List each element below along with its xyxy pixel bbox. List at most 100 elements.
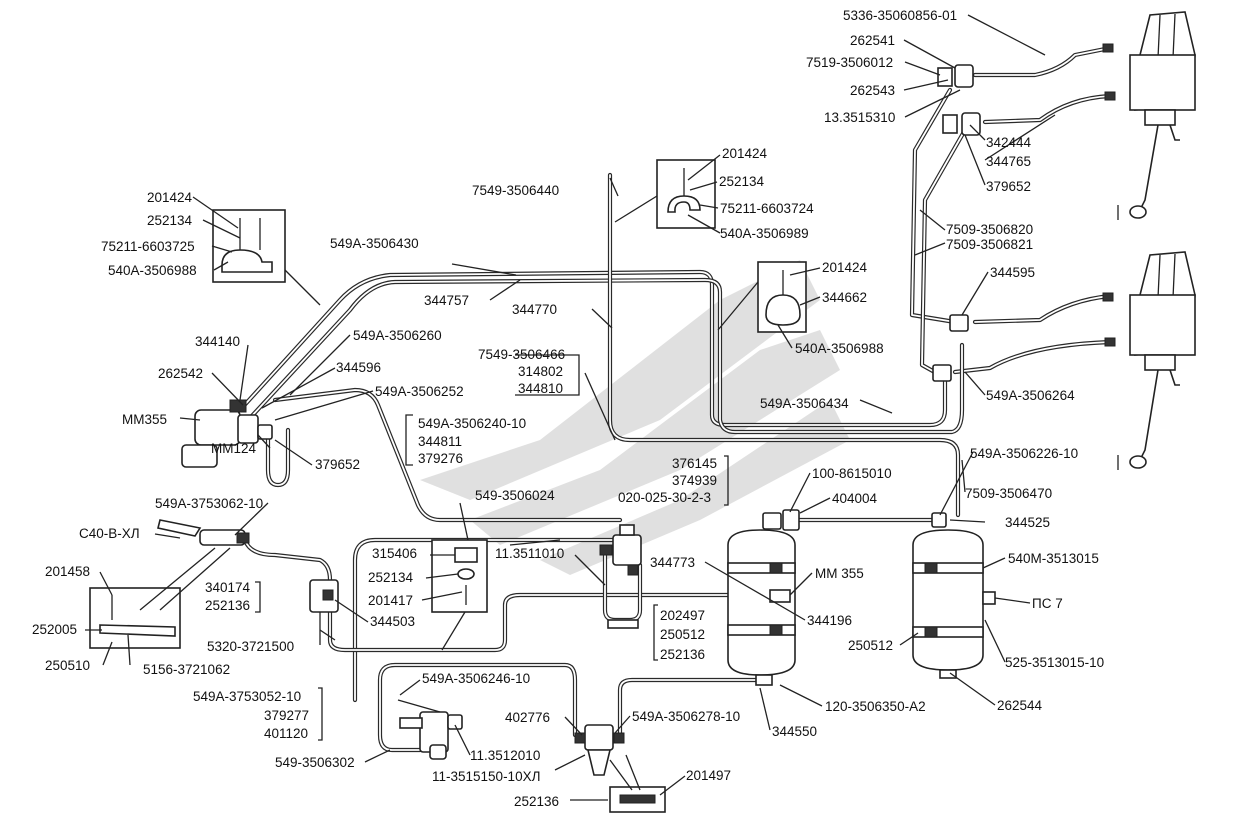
brake-chamber-lower xyxy=(1102,251,1196,470)
label-344196: 344196 xyxy=(807,613,852,628)
label-525-3513015-10: 525-3513015-10 xyxy=(1005,655,1104,670)
label-11-3512010: 11.3512010 xyxy=(470,748,540,763)
label-344811: 344811 xyxy=(418,434,462,449)
crane-C40 xyxy=(157,519,250,546)
label-5156-3721062: 5156-3721062 xyxy=(143,662,230,677)
label-262544: 262544 xyxy=(997,698,1043,713)
label-374939: 374939 xyxy=(672,473,717,488)
label-201417: 201417 xyxy=(368,593,413,608)
label-201424-left: 201424 xyxy=(147,190,193,205)
valve-11-3512010 xyxy=(399,711,463,760)
label-13-3515310: 13.3515310 xyxy=(824,110,895,125)
brake-valve-MM124 xyxy=(181,399,273,468)
label-7519-3506012: 7519-3506012 xyxy=(806,55,893,70)
label-401120: 401120 xyxy=(264,726,308,741)
label-201458: 201458 xyxy=(45,564,90,579)
label-344550: 344550 xyxy=(772,724,817,739)
leader-lines xyxy=(85,14,1056,801)
detail-box-clamp-top xyxy=(656,159,716,229)
label-549A-3506240-10: 549A-3506240-10 xyxy=(418,416,526,431)
label-11-3511010: 11.3511010 xyxy=(495,546,564,561)
label-344765: 344765 xyxy=(986,154,1031,169)
label-5320-3721500: 5320-3721500 xyxy=(207,639,294,654)
label-C40-V-HL: С40-В-ХЛ xyxy=(79,526,140,541)
label-340174: 340174 xyxy=(205,580,251,595)
label-252136-left: 252136 xyxy=(205,598,250,613)
label-brackets xyxy=(255,354,729,741)
label-549A-3506226-10: 549A-3506226-10 xyxy=(970,446,1078,461)
label-7509-3506820: 7509-3506820 xyxy=(946,222,1033,237)
detail-box-clamp-left xyxy=(212,209,286,283)
label-7509-3506470: 7509-3506470 xyxy=(965,486,1052,501)
valve-11-3511010 xyxy=(599,524,642,629)
label-252136-bottom: 252136 xyxy=(514,794,559,809)
label-549-3506302: 549-3506302 xyxy=(275,755,355,770)
label-201497: 201497 xyxy=(686,768,731,783)
label-344773: 344773 xyxy=(650,555,695,570)
label-250510: 250510 xyxy=(45,658,90,673)
filter-402776 xyxy=(574,724,625,776)
label-379277: 379277 xyxy=(264,708,309,723)
part-labels: 5336-35060856-01 262541 7519-3506012 262… xyxy=(32,8,1104,809)
label-342444: 342444 xyxy=(986,135,1032,150)
label-344503: 344503 xyxy=(370,614,415,629)
label-402776: 402776 xyxy=(505,710,550,725)
label-549A-3506434: 549A-3506434 xyxy=(760,396,849,411)
label-MM355-right: MM 355 xyxy=(815,566,864,581)
label-100-8615010: 100-8615010 xyxy=(812,466,892,481)
label-252136-mid: 252136 xyxy=(660,647,705,662)
label-7549-3506466: 7549-3506466 xyxy=(478,347,565,362)
detail-box-201458 xyxy=(89,587,181,649)
label-201424-right: 201424 xyxy=(822,260,868,275)
air-reservoir-left xyxy=(727,529,796,686)
label-MM355-left: MM355 xyxy=(122,412,167,427)
label-344140: 344140 xyxy=(195,334,240,349)
label-75211-6603724: 75211-6603724 xyxy=(720,201,814,216)
label-540M-3513015: 540M-3513015 xyxy=(1008,551,1099,566)
label-379652-right: 379652 xyxy=(986,179,1031,194)
label-314802: 314802 xyxy=(518,364,563,379)
label-MM124: MM124 xyxy=(211,441,257,456)
label-379276: 379276 xyxy=(418,451,463,466)
label-549A-3506430: 549A-3506430 xyxy=(330,236,419,251)
label-262543: 262543 xyxy=(850,83,895,98)
tee-404004 xyxy=(762,509,947,531)
label-344525: 344525 xyxy=(1005,515,1050,530)
label-252005: 252005 xyxy=(32,622,77,637)
label-549A-3506246-10: 549A-3506246-10 xyxy=(422,671,530,686)
label-344662: 344662 xyxy=(822,290,867,305)
label-252134-mid: 252134 xyxy=(368,570,414,585)
label-202497: 202497 xyxy=(660,608,705,623)
tee-fittings-lower xyxy=(932,314,969,382)
label-344596: 344596 xyxy=(336,360,381,375)
label-379652-left: 379652 xyxy=(315,457,360,472)
pipelines xyxy=(237,45,1113,753)
label-7549-3506440: 7549-3506440 xyxy=(472,183,559,198)
label-252134-top: 252134 xyxy=(719,174,765,189)
tee-fittings-upper xyxy=(937,64,981,136)
label-540A-3506988-left: 540A-3506988 xyxy=(108,263,197,278)
detail-box-201497 xyxy=(609,786,666,813)
label-PS7: ПС 7 xyxy=(1032,596,1063,611)
label-75211-6603725: 75211-6603725 xyxy=(101,239,195,254)
label-540A-3506988-right: 540A-3506988 xyxy=(795,341,884,356)
label-344810: 344810 xyxy=(518,381,563,396)
label-250512-right: 250512 xyxy=(848,638,893,653)
label-262542: 262542 xyxy=(158,366,203,381)
label-549A-3506278-10: 549A-3506278-10 xyxy=(632,709,740,724)
label-020-025-30-2-3: 020-025-30-2-3 xyxy=(618,490,711,505)
label-344595: 344595 xyxy=(990,265,1035,280)
label-549A-3753052-10: 549A-3753052-10 xyxy=(193,689,301,704)
label-344757: 344757 xyxy=(424,293,469,308)
label-11-3515150-10HL: 11-3515150-10ХЛ xyxy=(432,769,540,784)
valve-340174 xyxy=(309,579,339,645)
label-549A-3506260: 549A-3506260 xyxy=(353,328,442,343)
label-549-3506024: 549-3506024 xyxy=(475,488,555,503)
label-201424-top: 201424 xyxy=(722,146,768,161)
label-404004: 404004 xyxy=(832,491,878,506)
label-252134-left: 252134 xyxy=(147,213,193,228)
label-7509-3506821: 7509-3506821 xyxy=(946,237,1033,252)
label-540A-3506989: 540A-3506989 xyxy=(720,226,809,241)
